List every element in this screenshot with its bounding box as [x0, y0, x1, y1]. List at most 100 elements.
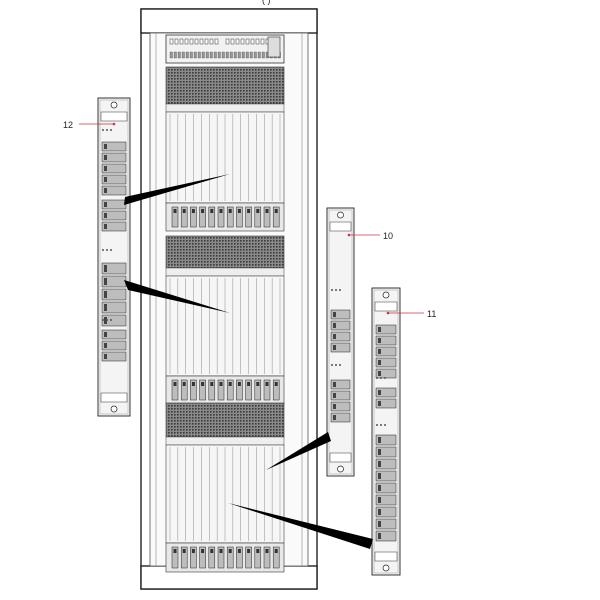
- port-latch: [378, 327, 381, 332]
- port-pin: [274, 209, 278, 213]
- card-port: [330, 390, 351, 401]
- air-vent: [165, 66, 285, 105]
- port-pin: [191, 209, 195, 213]
- port-latch: [333, 404, 336, 409]
- interface-port: [217, 206, 225, 228]
- leader-card11: [228, 503, 373, 549]
- port-latch: [104, 188, 107, 193]
- port-latch: [378, 338, 381, 343]
- interface-port: [263, 379, 271, 401]
- port-pin: [228, 549, 232, 553]
- status-led: [106, 249, 108, 251]
- port-latch: [104, 213, 107, 218]
- port-pin: [173, 382, 177, 386]
- cable-tray: [165, 103, 285, 113]
- port-latch: [378, 473, 381, 479]
- leader-card12-lower: [124, 280, 230, 313]
- port-pin: [219, 209, 223, 213]
- leader-card10: [266, 432, 331, 470]
- pdu-connector: [204, 38, 209, 45]
- card-inner-edge: [328, 209, 353, 475]
- interface-port: [217, 379, 225, 401]
- port-pin: [228, 209, 232, 213]
- port-latch: [378, 521, 381, 527]
- interface-port: [226, 546, 234, 569]
- interface-port: [245, 206, 252, 228]
- interface-port: [245, 546, 252, 569]
- port-pin: [237, 382, 241, 386]
- port-latch: [104, 278, 107, 285]
- leader-lines: [124, 174, 373, 549]
- port-pin: [274, 382, 278, 386]
- pdu-terminal: [253, 51, 257, 59]
- ejector-lever: [100, 392, 128, 403]
- card-port: [375, 346, 397, 357]
- port-latch: [378, 390, 381, 395]
- pdu-terminal: [177, 51, 181, 59]
- port-latch: [104, 291, 107, 298]
- port-pin: [256, 209, 260, 213]
- card-port: [375, 446, 397, 458]
- port-pin: [210, 549, 214, 553]
- pdu-connectors: [169, 36, 281, 59]
- card-port: [330, 342, 351, 353]
- pdu-connector: [169, 38, 174, 45]
- card-port: [375, 458, 397, 470]
- captive-screw: [382, 564, 390, 572]
- status-led: [339, 289, 341, 291]
- cabinet: [140, 8, 318, 590]
- pdu-connector: [214, 38, 219, 45]
- card-port: [101, 141, 127, 152]
- interface-port: [263, 206, 271, 228]
- captive-screw: [337, 465, 344, 473]
- port-pin: [265, 382, 269, 386]
- pdu-terminal: [221, 51, 225, 59]
- pdu-terminal: [213, 51, 217, 59]
- interface-port: [199, 206, 206, 228]
- callout-label-11: 11: [427, 309, 436, 319]
- card-port: [375, 482, 397, 494]
- header-fragment: ( ): [262, 0, 271, 5]
- board-card-11: [371, 287, 401, 576]
- card-port: [375, 506, 397, 518]
- status-led: [376, 424, 378, 426]
- interface-port: [217, 546, 225, 569]
- card-port: [330, 401, 351, 412]
- subrack: [165, 66, 285, 232]
- card-port: [375, 530, 397, 542]
- card-port: [101, 314, 127, 327]
- pdu-connector: [260, 38, 265, 45]
- interface-port: [190, 379, 197, 401]
- port-latch: [104, 224, 107, 229]
- interface-port: [272, 546, 280, 569]
- pdu-connector: [235, 38, 240, 45]
- interface-port: [236, 546, 243, 569]
- port-pin: [201, 382, 205, 386]
- interface-port: [180, 546, 188, 569]
- pdu-terminal: [181, 51, 185, 59]
- pdu-terminal: [241, 51, 245, 59]
- interface-port: [226, 379, 234, 401]
- status-led: [110, 249, 112, 251]
- port-pin: [182, 209, 186, 213]
- port-pin: [201, 549, 205, 553]
- port-pin: [219, 382, 223, 386]
- card-port: [330, 309, 351, 320]
- cable-tray: [165, 436, 285, 446]
- card-port: [101, 340, 127, 351]
- leader-card12-upper: [124, 174, 230, 205]
- pdu-terminal: [193, 51, 197, 59]
- pdu-connector: [209, 38, 214, 45]
- pdu-terminal: [233, 51, 237, 59]
- card-port: [101, 329, 127, 340]
- port-pin: [173, 209, 177, 213]
- port-latch: [104, 354, 107, 359]
- interface-port: [190, 546, 197, 569]
- port-latch: [104, 202, 107, 207]
- pdu-connector: [250, 38, 255, 45]
- pdu-terminal: [169, 51, 173, 59]
- board-card-10: [326, 207, 355, 477]
- port-pin: [210, 209, 214, 213]
- air-vent: [165, 402, 285, 438]
